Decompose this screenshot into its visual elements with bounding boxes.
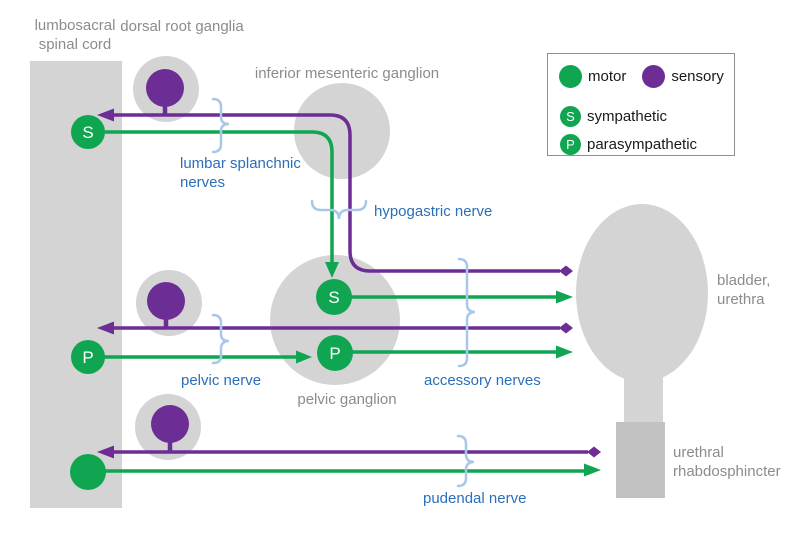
legend-parasympathetic-label: parasympathetic	[587, 136, 698, 153]
parasympathetic-neuron-pelvic-ganglion	[317, 335, 353, 371]
lumbar-splanchnic-label: lumbar splanchnic nerves	[180, 154, 301, 192]
bracket-accessory	[457, 257, 476, 368]
sympathetic-neuron-cord	[71, 115, 105, 149]
sensory-arrowhead-1	[97, 108, 114, 122]
bladder-urethra-label-line2: urethra	[717, 291, 765, 308]
sensory-soma-1	[146, 69, 184, 107]
motor-arrowhead-sphincter	[584, 463, 601, 477]
pelvic-ganglion-label: pelvic ganglion	[297, 391, 397, 408]
rhabdosphincter-label-line2: rhabdosphincter	[673, 463, 781, 480]
spinal-cord-label-line1: lumbosacral	[34, 17, 116, 34]
rhabdosphincter-label-line1: urethral	[673, 444, 724, 461]
legend: motor sensory S sympathetic P parasympat…	[547, 53, 735, 156]
hypogastric-nerve-label: hypogastric nerve	[374, 203, 493, 220]
bladder-shape	[576, 204, 708, 382]
inferior-mesenteric-ganglion-shape	[294, 83, 390, 179]
sensory-terminal-diamond-2	[559, 322, 573, 334]
lumbar-splanchnic-label-line2: nerves	[180, 174, 226, 191]
lumbar-splanchnic-label-line1: lumbar splanchnic	[180, 155, 301, 172]
somatic-motor-neuron-cord	[70, 454, 106, 490]
accessory-nerves-label: accessory nerves	[424, 372, 541, 389]
motor-arrowhead-down	[325, 262, 339, 278]
parasympathetic-neuron-cord	[71, 340, 105, 374]
pelvic-nerve-label: pelvic nerve	[181, 372, 262, 389]
sensory-arrowhead-2	[97, 321, 114, 335]
spinal-cord-label: lumbosacral spinal cord	[15, 16, 135, 54]
sensory-terminal-diamond-3	[587, 446, 601, 458]
urethra-shape	[624, 355, 663, 425]
parasympathetic-letter-cord: P	[82, 348, 93, 367]
motor-arrowhead-pelvic-ganglion	[296, 350, 312, 364]
sensory-arrowhead-3	[97, 445, 114, 459]
sympathetic-neuron-pelvic-ganglion	[316, 279, 352, 315]
rhabdosphincter-shape	[616, 422, 665, 498]
sympathetic-letter-cord: S	[82, 123, 93, 142]
spinal-cord-label-line2: spinal cord	[38, 36, 112, 53]
motor-arrowhead-bladder-1	[556, 290, 573, 304]
motor-line-sympathetic-pre	[105, 130, 334, 263]
inferior-mesenteric-ganglion-label: inferior mesenteric ganglion	[254, 65, 440, 82]
sympathetic-letter-pelvic: S	[328, 288, 339, 307]
sensory-soma-2	[147, 282, 185, 320]
sensory-legend-icon	[642, 65, 666, 88]
bracket-lumbar-splanchnic	[211, 97, 230, 154]
bracket-hypogastric	[310, 199, 368, 220]
sympathetic-legend-icon: S	[560, 106, 581, 127]
legend-row-types: motor sensory	[559, 65, 724, 88]
legend-row-sympathetic: S sympathetic	[560, 106, 667, 127]
legend-sympathetic-label: sympathetic	[587, 108, 668, 125]
bracket-pudendal	[456, 434, 475, 488]
parasympathetic-legend-icon: P	[560, 134, 581, 155]
motor-arrowhead-bladder-2	[556, 345, 573, 359]
sensory-line-hypogastric	[110, 113, 560, 273]
legend-row-parasympathetic: P parasympathetic	[560, 134, 697, 155]
dorsal-root-ganglia-label: dorsal root ganglia	[120, 18, 244, 35]
bladder-urethra-label: bladder, urethra	[717, 271, 770, 309]
parasympathetic-letter-pelvic: P	[329, 344, 340, 363]
legend-motor-label: motor	[588, 68, 627, 85]
legend-sensory-label: sensory	[671, 68, 724, 85]
rhabdosphincter-label: urethral rhabdosphincter	[673, 443, 781, 481]
pudendal-nerve-label: pudendal nerve	[423, 490, 527, 507]
sensory-terminal-diamond-1	[559, 265, 573, 277]
motor-legend-icon	[559, 65, 582, 88]
bladder-urethra-label-line1: bladder,	[717, 272, 771, 289]
bracket-pelvic	[211, 313, 230, 365]
sensory-soma-3	[151, 405, 189, 443]
